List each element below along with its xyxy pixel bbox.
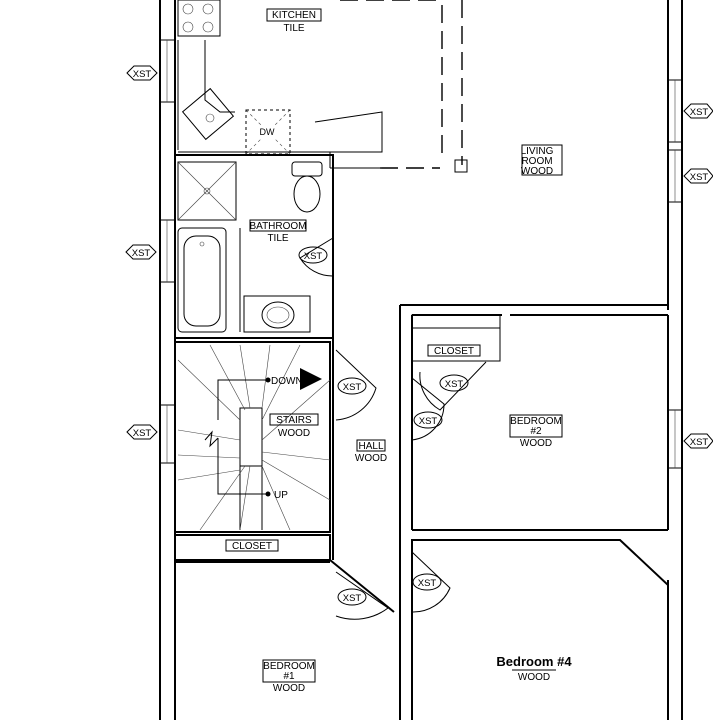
hall-label: HALL xyxy=(358,441,383,452)
xst-tag: XST xyxy=(125,244,157,260)
vanity xyxy=(243,295,311,333)
bedroom1-finish: WOOD xyxy=(273,683,305,694)
hall-finish: WOOD xyxy=(355,453,387,464)
xst-tag: XST xyxy=(337,377,367,395)
svg-text:XST: XST xyxy=(690,437,709,448)
bedroom4-finish: WOOD xyxy=(518,672,550,683)
xst-tag: XST xyxy=(683,168,713,184)
dashed-boundary xyxy=(340,0,468,173)
svg-text:XST: XST xyxy=(132,248,151,259)
living-label-2: ROOM xyxy=(521,156,552,167)
bedroom1-label-2: #1 xyxy=(283,671,295,682)
windows xyxy=(159,39,683,469)
xst-tag: XST xyxy=(412,573,442,591)
hall: HALL WOOD xyxy=(329,305,401,613)
svg-text:XST: XST xyxy=(445,379,464,390)
xst-tag: XST xyxy=(337,588,367,606)
bedroom-1: BEDROOM #1 WOOD xyxy=(175,561,401,720)
bedroom-2: CLOSET BEDROOM #2 WOOD xyxy=(400,304,669,531)
bathroom-finish: TILE xyxy=(267,233,288,244)
stairs-closet: CLOSET xyxy=(174,534,331,561)
kitchen-label: KITCHEN xyxy=(272,10,316,21)
xst-tag: XST xyxy=(298,246,328,264)
bathtub xyxy=(177,227,227,333)
svg-text:XST: XST xyxy=(304,251,323,262)
xst-tag: XST xyxy=(683,103,713,119)
living-room: LIVING ROOM WOOD xyxy=(521,144,563,177)
bedroom2-label-2: #2 xyxy=(530,426,542,437)
bedroom2-finish: WOOD xyxy=(520,438,552,449)
toilet xyxy=(291,161,323,177)
xst-tag: XST xyxy=(413,411,443,429)
xst-tag: XST xyxy=(439,374,469,392)
bedroom1-label-1: BEDROOM xyxy=(263,661,315,672)
down-arrow-icon xyxy=(300,368,322,390)
stairs-label: STAIRS xyxy=(276,415,312,426)
bedroom2-closet-label: CLOSET xyxy=(434,346,474,357)
living-label-1: LIVING xyxy=(521,146,554,157)
svg-text:XST: XST xyxy=(419,416,438,427)
svg-text:XST: XST xyxy=(343,593,362,604)
kitchen-sink xyxy=(181,87,235,141)
xst-tag: XST xyxy=(126,65,158,81)
bathroom-label: BATHROOM xyxy=(249,221,306,232)
dishwasher-label: DW xyxy=(260,127,275,137)
svg-text:XST: XST xyxy=(690,172,709,183)
stairs-down-label: DOWN xyxy=(271,376,303,387)
svg-text:XST: XST xyxy=(343,382,362,393)
stairs-finish: WOOD xyxy=(278,428,310,439)
kitchen-finish: TILE xyxy=(283,23,304,34)
bathroom: BATHROOM TILE xyxy=(174,154,334,339)
svg-text:XST: XST xyxy=(690,107,709,118)
xst-tag: XST xyxy=(126,424,158,440)
bedroom2-label-1: BEDROOM xyxy=(510,416,562,427)
xst-tags: XST XST XST XST XST XST XST XST xyxy=(125,65,713,606)
xst-tag: XST xyxy=(683,433,713,449)
stairs-closet-label: CLOSET xyxy=(232,541,272,552)
bedroom4-label: Bedroom #4 xyxy=(496,654,572,669)
kitchen-area: DW KITCHEN TILE xyxy=(177,0,383,169)
stairs: DOWN UP STAIRS WOOD xyxy=(174,341,331,533)
shower xyxy=(177,161,237,221)
exterior-walls xyxy=(159,0,683,720)
svg-text:XST: XST xyxy=(133,428,152,439)
bedroom-4: Bedroom #4 WOOD xyxy=(411,539,669,720)
svg-text:XST: XST xyxy=(133,69,152,80)
living-finish: WOOD xyxy=(521,166,553,177)
svg-text:XST: XST xyxy=(418,578,437,589)
stairs-up-label: UP xyxy=(274,490,288,501)
